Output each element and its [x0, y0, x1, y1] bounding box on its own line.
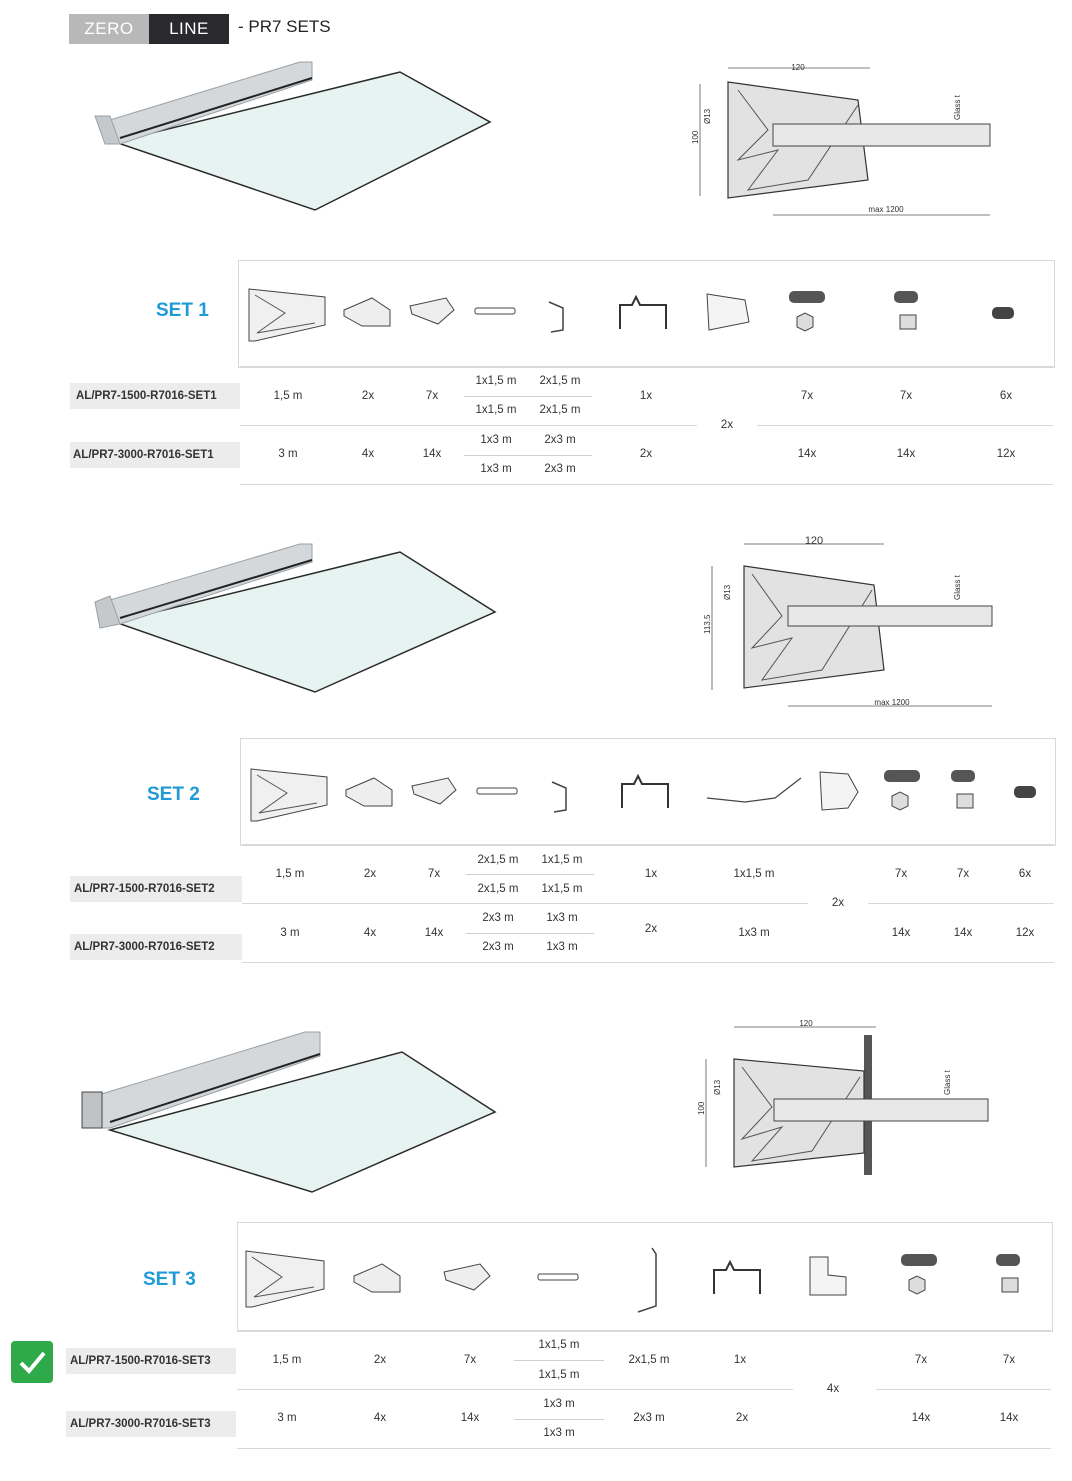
- set2-label: SET 2: [147, 784, 200, 805]
- clamp-icon: [343, 297, 391, 327]
- screw-anchor-icon: [789, 291, 825, 332]
- svg-text:113.5: 113.5: [703, 614, 712, 634]
- set1-row1-bg: [70, 383, 240, 409]
- set1-endcap: 2x: [720, 419, 734, 431]
- set1-row1-profile: 1,5 m: [273, 390, 303, 402]
- drip-profile-icon: [619, 295, 667, 329]
- wedge-icon: [411, 777, 457, 805]
- clamp-icon: [345, 777, 393, 807]
- set1-row2-bg: [70, 442, 240, 468]
- set3-endcap: 4x: [826, 1383, 840, 1395]
- brand-zero: ZERO: [69, 14, 149, 44]
- set1-row2-code: AL/PR7-3000-R7016-SET1: [73, 449, 214, 461]
- wedge-icon: [443, 1263, 491, 1291]
- svg-text:120: 120: [805, 535, 823, 547]
- svg-text:Glass t: Glass t: [953, 574, 962, 600]
- set3-row1-code: AL/PR7-1500-R7016-SET3: [70, 1355, 211, 1367]
- drip-profile-icon: [713, 1260, 761, 1294]
- gasket-icon: [476, 787, 518, 795]
- set3-label: SET 3: [143, 1269, 196, 1290]
- set3-row2-code: AL/PR7-3000-R7016-SET3: [70, 1418, 211, 1430]
- svg-text:Ø13: Ø13: [703, 108, 712, 124]
- set2-row2-code: AL/PR7-3000-R7016-SET2: [74, 941, 215, 953]
- product-render-set3: [81, 1031, 497, 1193]
- set3-parts-header: [237, 1222, 1053, 1332]
- gasket-icon: [537, 1273, 579, 1281]
- svg-text:Ø13: Ø13: [723, 584, 732, 600]
- bolt-nut-icon: [894, 291, 918, 330]
- end-cap-icon: [706, 293, 750, 331]
- profile-icon: [248, 288, 326, 342]
- clamp-icon: [353, 1263, 401, 1293]
- end-cap-icon: [819, 771, 859, 811]
- bolt-nut-icon: [996, 1254, 1020, 1293]
- selected-checkmark-icon: [11, 1341, 53, 1383]
- profile-icon: [245, 1250, 325, 1308]
- end-cap-icon: [809, 1256, 847, 1296]
- set1-label: SET 1: [156, 300, 209, 321]
- dim-width: 120: [791, 63, 805, 72]
- drip-profile-icon: [621, 774, 669, 808]
- bolt-icon: [1014, 786, 1036, 798]
- set2-row1-code: AL/PR7-1500-R7016-SET2: [74, 883, 215, 895]
- svg-text:100: 100: [697, 1101, 706, 1115]
- set2-parts-header: [240, 738, 1056, 846]
- seal-icon: [548, 301, 564, 333]
- seal-icon: [637, 1247, 657, 1313]
- wedge-icon: [409, 297, 455, 325]
- screw-anchor-icon: [901, 1254, 937, 1295]
- seal-icon: [551, 781, 567, 813]
- set2-endcap: 2x: [831, 897, 845, 909]
- svg-text:120: 120: [799, 1019, 813, 1028]
- bolt-icon: [992, 307, 1014, 319]
- svg-text:max 1200: max 1200: [868, 205, 904, 214]
- profile-icon: [250, 768, 328, 822]
- screw-anchor-icon: [884, 770, 920, 811]
- technical-drawing-set3: 120 100 Ø13 Glass t: [697, 1019, 989, 1175]
- technical-drawing-set2: 120 113.5 Ø13 Glass t max 1200: [703, 535, 993, 707]
- gasket-icon: [474, 307, 516, 315]
- gutter-profile-icon: [706, 777, 802, 803]
- svg-text:Glass t: Glass t: [953, 94, 962, 120]
- svg-text:Glass t: Glass t: [943, 1069, 952, 1095]
- technical-drawing-set1: 120 100 Ø13 Glass t max 1200: [691, 63, 991, 216]
- svg-text:max 1200: max 1200: [874, 698, 910, 707]
- page-title: - PR7 SETS: [238, 17, 331, 36]
- set1-parts-header: [238, 260, 1055, 368]
- set1-row1-code: AL/PR7-1500-R7016-SET1: [76, 390, 217, 402]
- brand-line: LINE: [149, 14, 229, 44]
- product-render-set2: [94, 543, 497, 693]
- dim-height: 100: [691, 130, 700, 144]
- product-render-set1: [94, 61, 492, 211]
- bolt-nut-icon: [951, 770, 975, 809]
- svg-text:Ø13: Ø13: [713, 1079, 722, 1095]
